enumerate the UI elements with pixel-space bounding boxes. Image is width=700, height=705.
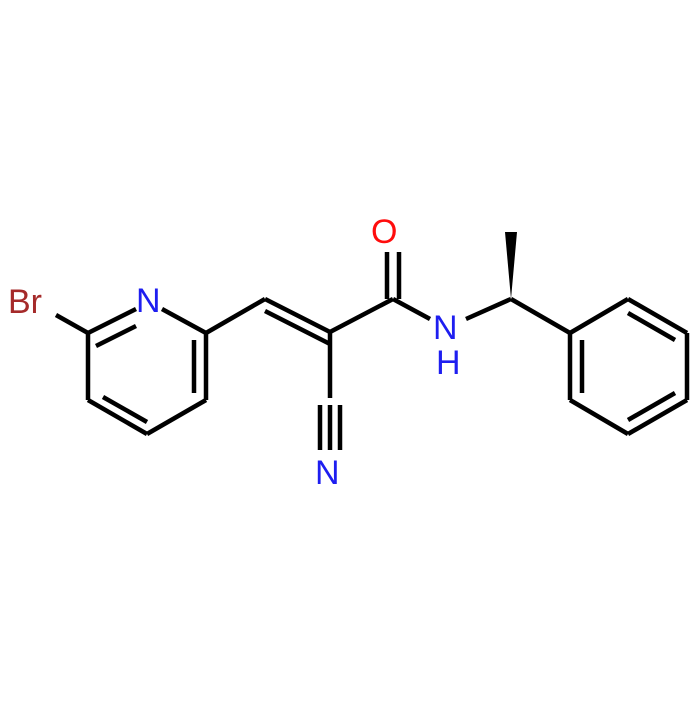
bond-br-c6 bbox=[54, 313, 90, 335]
amide-group bbox=[384, 252, 512, 322]
atom-label-amide-nitrogen: N bbox=[433, 309, 458, 347]
bond-vinyl-double-inner bbox=[263, 308, 332, 347]
bond-alpha-carbonyl bbox=[328, 297, 395, 334]
bond-ph-2 bbox=[626, 297, 689, 335]
atom-labels: Br N O N N H bbox=[8, 213, 461, 492]
bond-carbonyl-n bbox=[391, 297, 432, 321]
atom-label-amide-hydrogen: H bbox=[436, 344, 461, 382]
phenylethyl-group bbox=[505, 232, 690, 436]
bond-n-c6-inner bbox=[94, 323, 138, 349]
bond-n-c2 bbox=[160, 307, 208, 335]
bond-c2-vinyl bbox=[204, 297, 267, 335]
bond-ph-1 bbox=[568, 297, 630, 335]
bond-ph-4-inner bbox=[626, 391, 677, 422]
bond-ph-5 bbox=[568, 398, 630, 436]
bond-chiral-phenyl bbox=[509, 297, 572, 335]
bond-ph-4 bbox=[626, 398, 689, 436]
bond-n-chiral bbox=[465, 296, 512, 322]
atom-label-nitrile-nitrogen: N bbox=[315, 454, 340, 492]
atom-label-carbonyl-oxygen: O bbox=[371, 213, 397, 251]
atom-label-pyridine-nitrogen: N bbox=[136, 282, 161, 320]
bond-c4-c3 bbox=[145, 398, 208, 436]
acrylonitrile-chain bbox=[204, 296, 395, 450]
bond-c5-c4 bbox=[86, 398, 149, 436]
bond-vinyl-double bbox=[263, 296, 332, 335]
wedge-bond-methyl bbox=[505, 232, 517, 299]
atom-label-bromine: Br bbox=[8, 283, 42, 321]
bond-c5-c4-inner bbox=[101, 395, 149, 424]
pyridine-ring bbox=[54, 306, 209, 436]
bond-ph-2-inner bbox=[626, 311, 677, 342]
bond-n-c6 bbox=[86, 306, 138, 336]
